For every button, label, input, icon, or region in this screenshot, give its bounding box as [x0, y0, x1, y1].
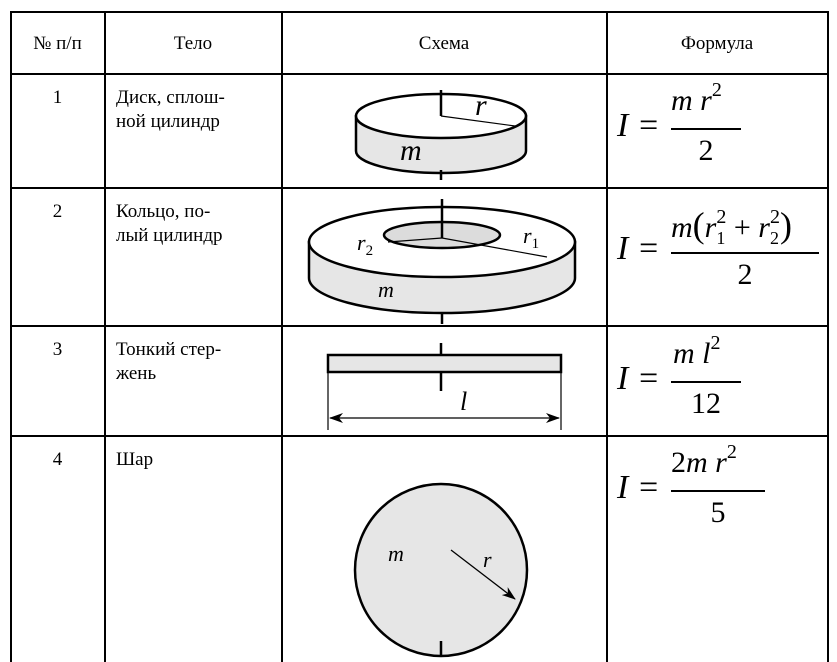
formula-rod-fraction-bar [671, 381, 741, 383]
formula-disk: I = m r2 2 [607, 74, 827, 187]
row-2-body: Кольцо, по- лый цилиндр [116, 201, 223, 246]
table-col-divider [606, 11, 608, 662]
formula-disk-lhs: I = [617, 107, 660, 144]
header-scheme: Схема [418, 33, 470, 54]
table-border-top [10, 11, 828, 13]
formula-ring-numerator: m(r12 + r22) [671, 205, 792, 248]
formula-sphere-numerator: 2m r2 [671, 441, 737, 479]
formula-sphere-lhs: I = [617, 469, 660, 506]
formula-rod: I = m l2 12 [607, 326, 827, 435]
table-border-right [827, 11, 829, 662]
header-formula: Формула [680, 33, 754, 54]
row-1-body: Диск, сплош- ной цилиндр [116, 87, 225, 132]
table-border-left [10, 11, 12, 662]
table-row-divider [10, 325, 828, 327]
formula-rod-denominator: 12 [691, 387, 721, 420]
row-1-num: 1 [52, 87, 63, 108]
ring-scheme: r2 r1 m [307, 199, 577, 324]
formula-disk-fraction-bar [671, 128, 741, 130]
ring-inner-radius-label: r2 [357, 230, 373, 259]
disk-radius-label: r [475, 89, 487, 122]
formula-sphere-denominator: 5 [710, 496, 726, 529]
header-num: № п/п [33, 33, 82, 54]
formula-disk-numerator: m r2 [671, 79, 722, 117]
row-3-body: Тонкий стер- жень [116, 339, 222, 384]
row-4-body: Шар [116, 449, 154, 470]
formula-rod-lhs: I = [617, 360, 660, 397]
table-col-divider [104, 11, 106, 662]
sphere-radius-label: r [483, 547, 492, 572]
formula-ring-lhs: I = [617, 230, 660, 267]
sphere-mass-label: m [388, 541, 404, 566]
formula-ring-denominator: 2 [737, 258, 753, 291]
disk-mass-label: m [400, 134, 422, 167]
table-header-divider [10, 73, 828, 75]
row-3-num: 3 [52, 339, 63, 360]
ring-outer-radius-label: r1 [523, 223, 539, 252]
table-row-divider [10, 435, 828, 437]
formula-ring: I = m(r12 + r22) 2 [607, 188, 827, 325]
rod-scheme: l [326, 343, 563, 430]
formula-disk-denominator: 2 [698, 134, 714, 167]
row-2-num: 2 [52, 201, 63, 222]
table-row-divider [10, 187, 828, 189]
table-col-divider [281, 11, 283, 662]
formula-ring-fraction-bar [671, 252, 819, 254]
formula-sphere-fraction-bar [671, 490, 765, 492]
sphere-scheme: m r [353, 482, 529, 658]
disk-scheme: r m [354, 89, 528, 180]
formula-sphere: I = 2m r2 5 [607, 436, 827, 662]
row-4-num: 4 [52, 449, 63, 470]
formula-rod-numerator: m l2 [673, 332, 721, 370]
header-body: Тело [173, 33, 213, 54]
rod-length-label: l [460, 387, 467, 416]
ring-mass-label: m [378, 277, 394, 302]
